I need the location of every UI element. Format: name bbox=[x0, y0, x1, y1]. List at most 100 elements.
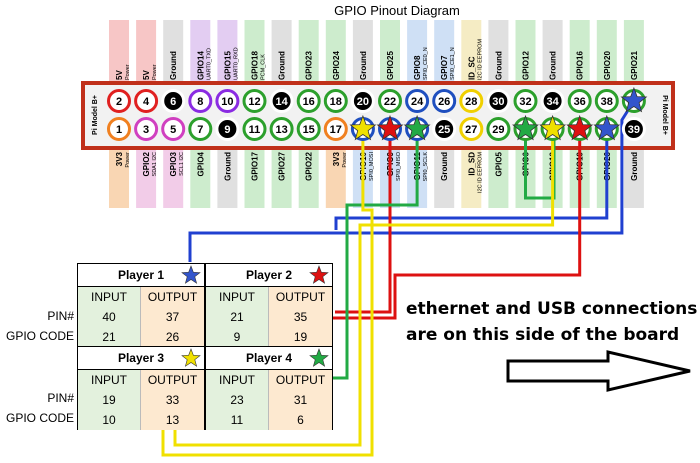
pin-number: 7 bbox=[197, 124, 203, 136]
star-icon bbox=[376, 114, 404, 141]
player-name: Player 2 bbox=[206, 264, 332, 287]
bottom-header-sub: SPI0_SCLK bbox=[423, 152, 429, 182]
io-label: INPUT bbox=[206, 287, 269, 307]
gpio-value: 13 bbox=[141, 410, 204, 430]
pin-number: 38 bbox=[601, 96, 613, 108]
top-header-sub: SPI0_CE1_N bbox=[450, 47, 456, 80]
pin-3 bbox=[134, 117, 159, 141]
bottom-header-label: Ground bbox=[223, 152, 232, 181]
pin-number: 32 bbox=[519, 96, 531, 108]
io-label: OUTPUT bbox=[269, 370, 332, 390]
top-header-bg bbox=[623, 20, 644, 83]
io-label: INPUT bbox=[78, 370, 141, 390]
pin-28 bbox=[459, 89, 484, 113]
pin-stars bbox=[349, 86, 648, 141]
pin-number: 30 bbox=[492, 96, 504, 108]
pin-number: 1 bbox=[116, 124, 122, 136]
pin-18 bbox=[323, 89, 348, 113]
pin-17 bbox=[323, 117, 348, 141]
pin-11 bbox=[242, 117, 267, 141]
top-header-bg bbox=[542, 20, 563, 83]
pin-5 bbox=[161, 117, 186, 141]
pin-value: 23 bbox=[206, 390, 269, 410]
pin-number: 34 bbox=[546, 96, 559, 108]
pin-value: 19 bbox=[78, 390, 141, 410]
top-header-bg bbox=[271, 20, 292, 83]
bottom-header-sub: Power bbox=[125, 152, 131, 168]
pin-7 bbox=[188, 117, 213, 141]
pin-29 bbox=[486, 117, 511, 141]
pin-24 bbox=[405, 89, 430, 113]
bottom-header-label: GPIO22 bbox=[305, 151, 314, 180]
top-header-label: GPIO18 bbox=[251, 51, 260, 80]
top-header-bg bbox=[461, 20, 482, 83]
gpio-value: 9 bbox=[206, 327, 269, 347]
board-side-note-line1: ethernet and USB connections bbox=[406, 299, 698, 319]
top-header-sub: UART0_RXD bbox=[233, 47, 239, 80]
top-header-label: 5V bbox=[115, 70, 124, 80]
wire bbox=[161, 129, 374, 457]
io-label: INPUT bbox=[206, 370, 269, 390]
pin-value: 40 bbox=[78, 307, 141, 327]
top-header-label: GPIO20 bbox=[603, 51, 612, 80]
bottom-header-bg bbox=[163, 148, 184, 208]
io-label: OUTPUT bbox=[141, 287, 204, 307]
pin-27 bbox=[459, 117, 484, 141]
bottom-header-bg bbox=[298, 148, 319, 208]
top-header-label: GPIO21 bbox=[630, 51, 639, 80]
board-label-left: Pi Model B+ bbox=[92, 95, 99, 135]
bottom-header-bg bbox=[461, 148, 482, 208]
star-icon bbox=[403, 114, 431, 141]
pin-number: 15 bbox=[303, 124, 315, 136]
top-header-bg bbox=[488, 20, 509, 83]
pin-16 bbox=[296, 89, 321, 113]
wire bbox=[330, 129, 419, 380]
top-header-label: Ground bbox=[169, 51, 178, 80]
top-header-label: Ground bbox=[359, 51, 368, 80]
gpio-value: 19 bbox=[269, 327, 332, 347]
pin-number: 36 bbox=[574, 96, 586, 108]
top-header-label: GPIO7 bbox=[440, 55, 449, 80]
bottom-header-bg bbox=[217, 148, 238, 208]
pin-number: 27 bbox=[465, 124, 477, 136]
row-label-gpio: GPIO CODE bbox=[5, 329, 74, 343]
pin-32 bbox=[513, 89, 538, 113]
bottom-header-label: GPIO2 bbox=[142, 151, 151, 176]
top-header-label: Ground bbox=[278, 51, 287, 80]
top-header-sub: SPI0_CE0_N bbox=[423, 47, 429, 80]
star-icon bbox=[512, 114, 539, 141]
pin-26 bbox=[432, 89, 457, 113]
player-name: Player 4 bbox=[206, 347, 332, 370]
pin-number: 3 bbox=[143, 124, 149, 136]
bottom-header-label: 3V3 bbox=[115, 151, 124, 166]
pin-number: 24 bbox=[411, 96, 424, 108]
pin-number: 16 bbox=[303, 96, 315, 108]
top-header-bg bbox=[434, 20, 455, 83]
pin-8 bbox=[188, 89, 213, 113]
pin-30 bbox=[486, 89, 511, 113]
top-header-label: Ground bbox=[549, 51, 558, 80]
wire bbox=[173, 129, 555, 447]
bottom-header-sub: SPI0_MISO bbox=[396, 151, 402, 181]
top-header-label: GPIO12 bbox=[522, 51, 531, 80]
pin-number: 8 bbox=[197, 96, 203, 108]
top-header-bg bbox=[569, 20, 590, 83]
pin-36 bbox=[567, 89, 592, 113]
pin-number: 28 bbox=[465, 96, 477, 108]
top-header-bg bbox=[380, 20, 400, 83]
bottom-header-label: GPIO4 bbox=[196, 151, 205, 176]
bottom-header-label: Ground bbox=[440, 152, 449, 181]
pin-number: 10 bbox=[221, 96, 233, 108]
pin-15 bbox=[296, 117, 321, 141]
bottom-header-bg bbox=[109, 148, 129, 208]
pin-number: 14 bbox=[275, 96, 288, 108]
top-header-label: GPIO16 bbox=[576, 51, 585, 80]
top-header-label: GPIO14 bbox=[196, 51, 205, 80]
top-header-sub: PCM_CLK bbox=[261, 54, 267, 80]
bottom-header-label: GPIO17 bbox=[251, 151, 260, 180]
top-header-bg bbox=[407, 20, 428, 83]
